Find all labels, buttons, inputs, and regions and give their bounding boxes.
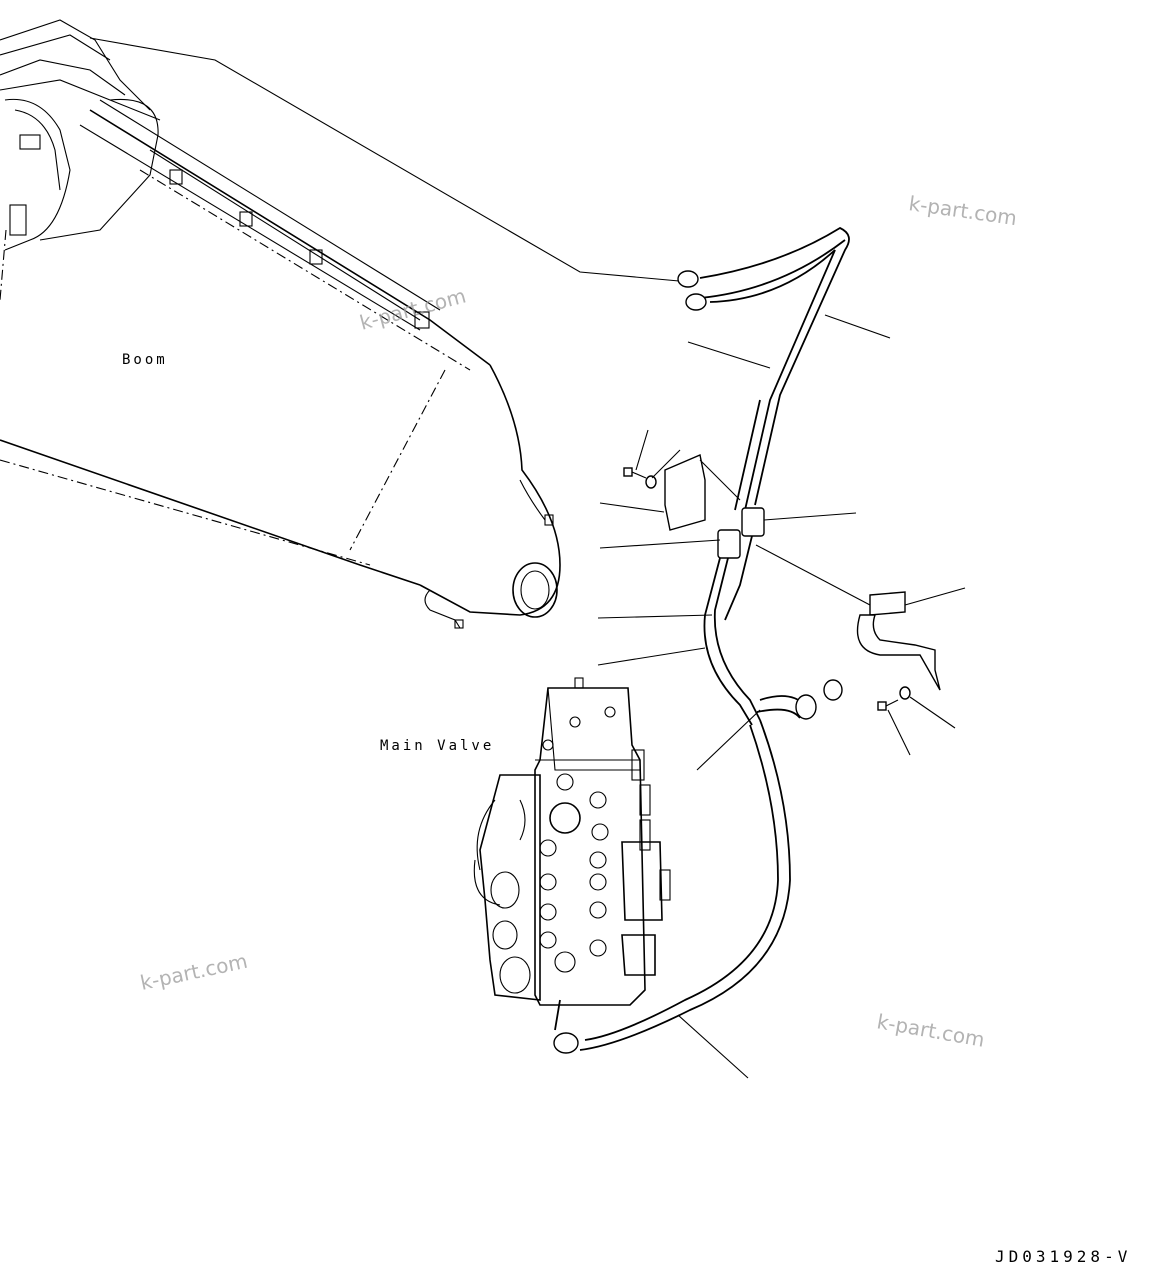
- callout-leaders: [597, 314, 966, 1079]
- bolt-lower: [877, 686, 911, 711]
- bracket-upper: [664, 454, 741, 531]
- leader-line: [89, 37, 691, 283]
- main-valve-illustration: [473, 677, 671, 1006]
- bolt-upper: [623, 467, 657, 489]
- boom-illustration: [0, 19, 561, 629]
- watermark: k-part.com: [907, 191, 1018, 230]
- watermark: k-part.com: [138, 949, 250, 995]
- bracket-lower: [856, 591, 941, 691]
- drawing-code: JD031928-V: [995, 1247, 1131, 1266]
- hose-assembly: [553, 226, 850, 1054]
- watermark: k-part.com: [875, 1009, 986, 1052]
- label-main-valve: Main Valve: [380, 738, 494, 754]
- label-boom: Boom: [122, 352, 168, 368]
